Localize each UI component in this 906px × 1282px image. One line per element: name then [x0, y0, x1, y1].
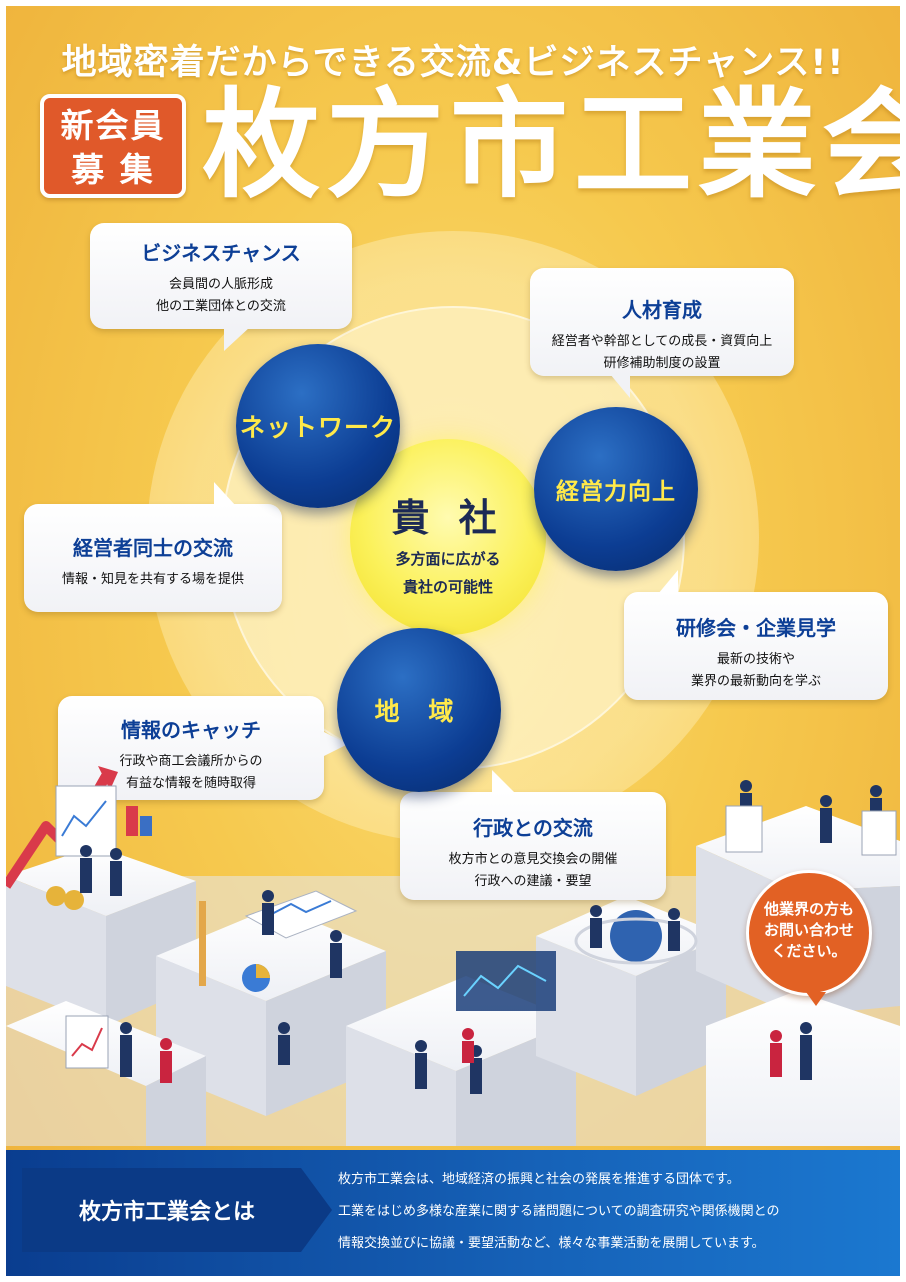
badge-line1: 新会員: [60, 106, 166, 145]
callout-line1: 他業界の方も: [763, 900, 854, 918]
bubble-title: 行政との交流: [473, 816, 593, 840]
bubble-government-exchange: 行政との交流 枚方市との意見交換会の開催 行政への建議・要望: [400, 770, 666, 900]
bubble-text: 他の工業団体との交流: [156, 299, 286, 314]
recruit-badge: 新会員 募 集: [40, 94, 186, 198]
presentation-screen-icon: [456, 951, 556, 1011]
bubble-title: 研修会・企業見学: [676, 616, 836, 640]
footer-label: 枚方市工業会とは: [78, 1200, 255, 1225]
footer-about: 枚方市工業会とは 枚方市工業会は、地域経済の振興と社会の発展を推進する団体です。…: [6, 1150, 900, 1276]
bubble-text: 経営者や幹部としての成長・資質向上: [551, 334, 773, 349]
circle-region: 地 域: [337, 628, 501, 792]
info-panel-icon: [725, 805, 763, 853]
callout-tail: [806, 992, 826, 1006]
bubble-text: 行政への建議・要望: [474, 874, 592, 889]
bubble-text: 業界の最新動向を学ぶ: [690, 674, 821, 689]
bubble-text: 最新の技術や: [716, 652, 795, 667]
circle-network: ネットワーク: [236, 344, 400, 508]
badge-line2: 募 集: [71, 150, 155, 189]
callout-line2: お問い合わせ: [763, 921, 854, 939]
inquiry-callout: 他業界の方も お問い合わせ ください。: [746, 870, 872, 996]
pencil-icon: [199, 901, 206, 986]
bubble-text: 行政や商工会議所からの: [119, 754, 263, 769]
center-title: 貴 社: [391, 496, 505, 540]
coin-icon: [46, 886, 66, 906]
bubble-title: 人材育成: [622, 298, 702, 322]
bubble-title: ビジネスチャンス: [141, 241, 301, 265]
center-subtitle-line1: 多方面に広がる: [395, 550, 501, 568]
bubble-training-visits: 研修会・企業見学 最新の技術や 業界の最新動向を学ぶ: [624, 570, 888, 700]
footer-desc-line3: 情報交換並びに協議・要望活動など、様々な事業活動を展開しています。: [338, 1236, 765, 1251]
dashboard-board-icon: [55, 785, 117, 857]
bubble-hr-development: 人材育成 経営者や幹部としての成長・資質向上 研修補助制度の設置: [530, 268, 794, 398]
bubble-executive-exchange: 経営者同士の交流 情報・知見を共有する場を提供: [24, 482, 282, 612]
bubble-text: 枚方市との意見交換会の開催: [448, 852, 618, 867]
center-subtitle-line2: 貴社の可能性: [402, 578, 493, 596]
business-people-icon: [80, 780, 882, 1094]
bubble-tail: [214, 482, 236, 506]
bubble-tail: [224, 327, 250, 351]
bubble-text: 研修補助制度の設置: [603, 356, 721, 371]
bubble-tail: [492, 770, 516, 794]
poster: 地域密着だからできる交流&ビジネスチャンス!! 新会員 募 集 枚方市工業会 ビ…: [6, 6, 900, 1276]
footer-desc-line2: 工業をはじめ多様な産業に関する諸問題についての調査研究や関係機関との: [338, 1204, 780, 1219]
bubble-tail: [658, 570, 678, 594]
footer-desc-line1: 枚方市工業会は、地域経済の振興と社会の発展を推進する団体です。: [338, 1172, 740, 1187]
bubble-title: 情報のキャッチ: [121, 718, 261, 742]
callout-line3: ください。: [771, 942, 847, 960]
isometric-business-scene: [6, 766, 900, 1146]
footer-label-box: 枚方市工業会とは: [22, 1168, 332, 1252]
bubble-text: 情報・知見を共有する場を提供: [61, 572, 244, 587]
bubble-business-chance: ビジネスチャンス 会員間の人脈形成 他の工業団体との交流: [90, 223, 352, 351]
bubble-text: 会員間の人脈形成: [168, 277, 273, 292]
org-title: 枚方市工業会: [202, 76, 900, 214]
flipchart-icon: [65, 1015, 109, 1069]
bubble-text: 有益な情報を随時取得: [125, 776, 256, 791]
footer-description: 枚方市工業会は、地域経済の振興と社会の発展を推進する団体です。 工業をはじめ多様…: [338, 1164, 888, 1260]
bubble-title: 経営者同士の交流: [73, 536, 233, 560]
headline: 地域密着だからできる交流&ビジネスチャンス!!: [61, 43, 845, 83]
circle-management: 経営力向上: [534, 407, 698, 571]
bubble-tail: [610, 374, 630, 398]
globe-icon: [610, 910, 662, 962]
